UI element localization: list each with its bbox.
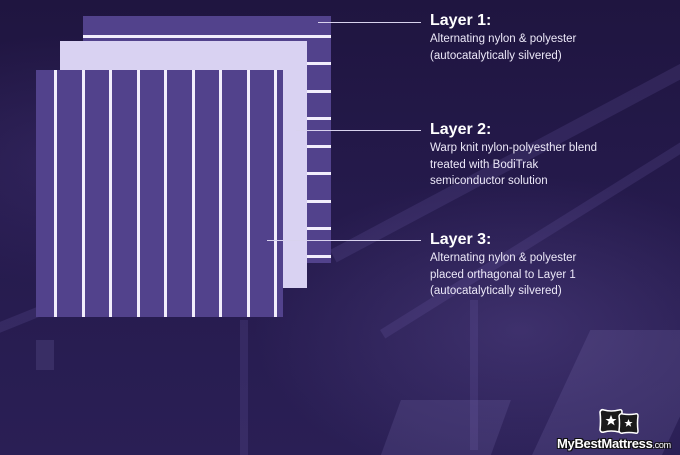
brand-name: MyBestMattress.com xyxy=(557,436,671,451)
brand-domain-suffix: .com xyxy=(652,440,672,450)
layer-3-stripe xyxy=(137,70,140,317)
layer-2-title: Layer 2: xyxy=(430,121,492,138)
brand-name-text: MyBestMattress xyxy=(557,436,653,451)
layer-3-description: Alternating nylon & polyester placed ort… xyxy=(430,252,577,297)
layer-1-label: Layer 1: Alternating nylon & polyester (… xyxy=(430,12,576,64)
layer-3-stripe xyxy=(164,70,167,317)
layer-2-description: Warp knit nylon-polyesther blend treated… xyxy=(430,142,598,187)
layer-3-title: Layer 3: xyxy=(430,231,492,248)
layer-3-leader-line xyxy=(267,240,421,241)
brand-logo: MyBestMattress.com xyxy=(557,407,679,453)
layer-3-panel xyxy=(36,70,283,317)
layer-3-stripe xyxy=(192,70,195,317)
layer-1-stripe xyxy=(83,35,331,38)
layer-3-stripe xyxy=(54,70,57,317)
layer-2-leader-line xyxy=(296,130,421,131)
layer-3-label: Layer 3: Alternating nylon & polyester p… xyxy=(430,231,576,300)
layer-3-stripe xyxy=(247,70,250,317)
layer-3-stripe xyxy=(109,70,112,317)
layer-3-stripe xyxy=(274,70,277,317)
pillows-with-stars-icon xyxy=(599,408,639,434)
layer-3-stripe xyxy=(82,70,85,317)
layer-1-description: Alternating nylon & polyester (autocatal… xyxy=(430,33,577,62)
layer-3-stripe xyxy=(219,70,222,317)
layer-1-title: Layer 1: xyxy=(430,12,492,29)
layer-2-label: Layer 2: Warp knit nylon-polyesther blen… xyxy=(430,121,597,190)
layer-1-leader-line xyxy=(318,22,421,23)
